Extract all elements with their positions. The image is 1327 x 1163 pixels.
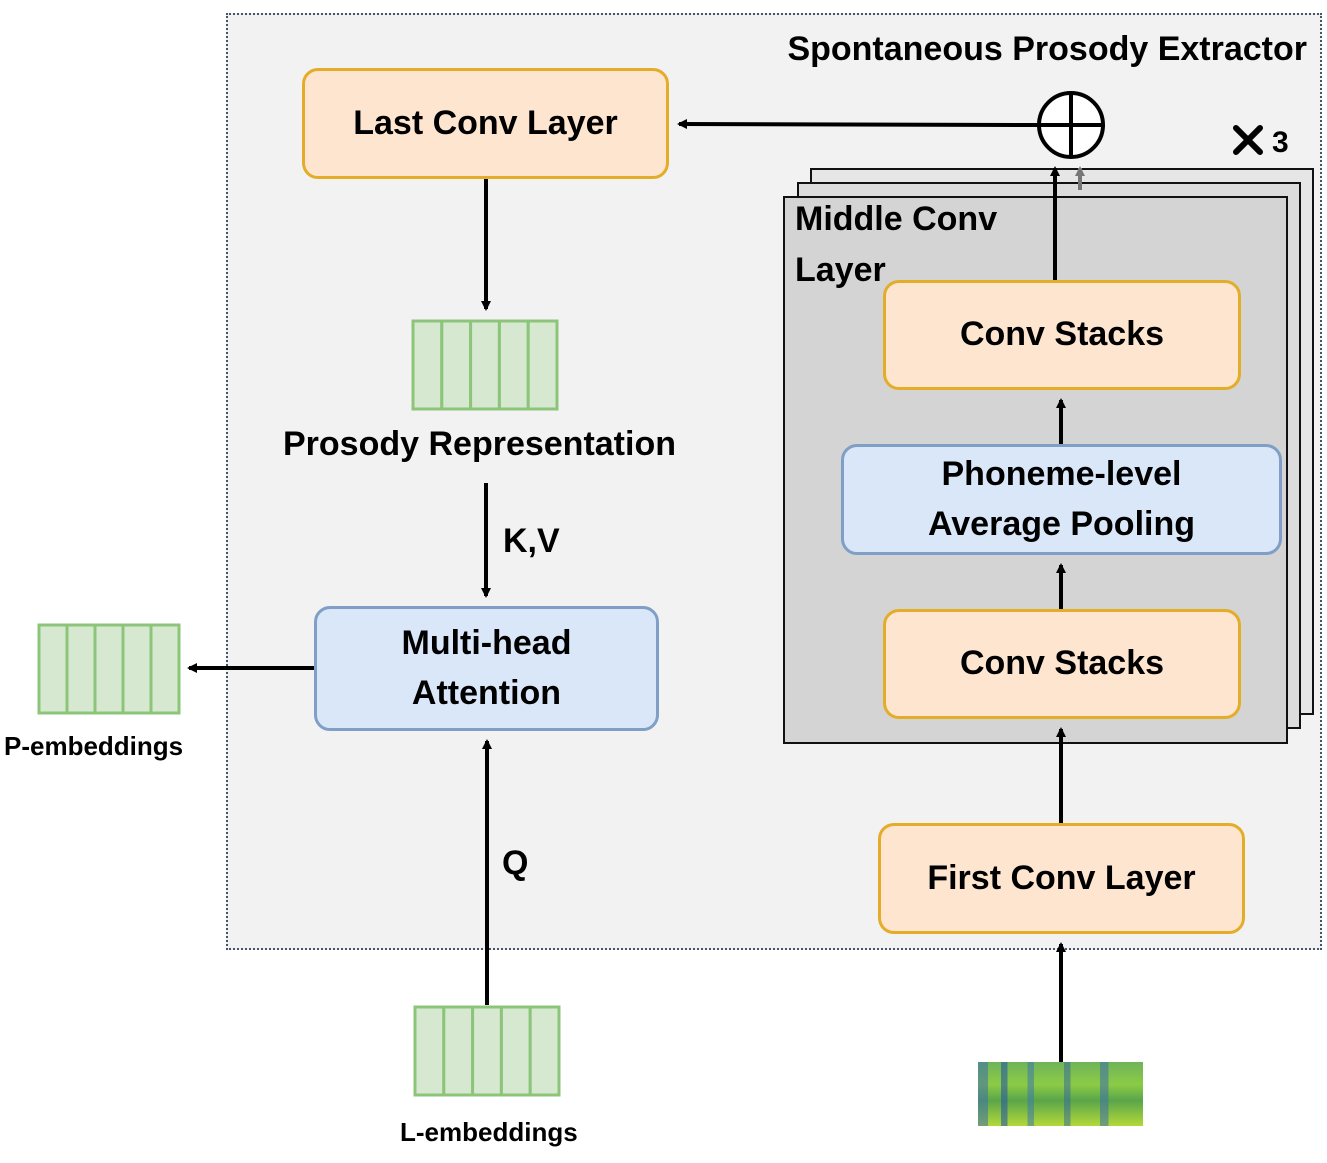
phoneme-pooling: Phoneme-level Average Pooling	[841, 444, 1282, 555]
l-embeddings-label: L-embeddings	[400, 1117, 578, 1147]
repeat-indicator: 3	[1232, 124, 1289, 161]
l-embeddings-vector	[413, 1005, 561, 1102]
first-conv-layer: First Conv Layer	[878, 823, 1245, 934]
conv-stacks-bottom-label: Conv Stacks	[959, 644, 1165, 683]
multiply-icon	[1232, 124, 1264, 161]
conv-stacks-top-label: Conv Stacks	[959, 315, 1165, 354]
p-embeddings-vector	[37, 623, 181, 720]
circled-plus-icon	[1037, 91, 1105, 159]
phoneme-pooling-label: Phoneme-level Average Pooling	[927, 455, 1196, 543]
middle-conv-label: Middle Conv Layer	[795, 200, 998, 289]
conv-stacks-bottom: Conv Stacks	[883, 609, 1241, 719]
multi-head-attention: Multi-head Attention	[314, 606, 659, 731]
multi-head-attention-label: Multi-head Attention	[401, 624, 572, 712]
kv-label: K,V	[503, 522, 560, 560]
q-label: Q	[502, 844, 529, 882]
spectrogram-input-image	[978, 1062, 1143, 1126]
last-conv-layer-label: Last Conv Layer	[353, 103, 618, 142]
p-embeddings-label: P-embeddings	[4, 731, 184, 761]
arrow-sum-to-last-conv	[677, 119, 1039, 130]
first-conv-layer-label: First Conv Layer	[927, 858, 1196, 897]
prosody-representation-vector	[411, 319, 559, 416]
last-conv-layer: Last Conv Layer	[302, 68, 669, 179]
prosody-representation-label: Prosody Representation	[283, 425, 676, 463]
repeat-count: 3	[1272, 125, 1289, 159]
conv-stacks-top: Conv Stacks	[883, 280, 1241, 390]
extractor-title: Spontaneous Prosody Extractor	[787, 30, 1307, 68]
